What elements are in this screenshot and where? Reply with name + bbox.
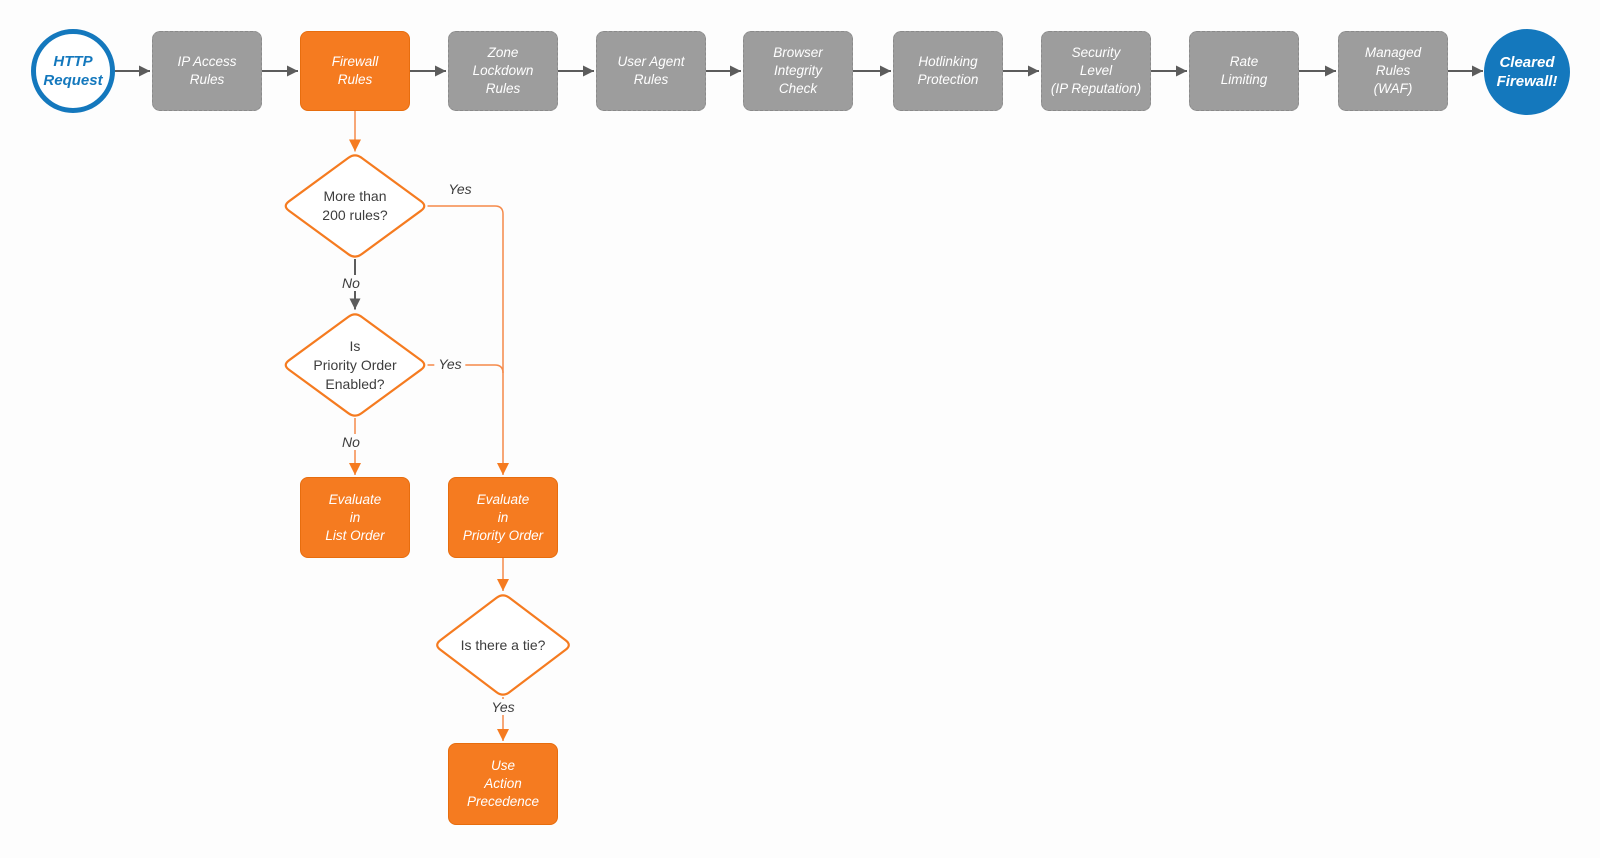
node-use-action-precedence: Use Action Precedence — [448, 743, 558, 825]
edge-d2-yes-merge — [427, 364, 504, 374]
decision-is-there-a-tie-label: Is there a tie? — [460, 636, 546, 653]
decision-is-there-a-tie-shape — [436, 594, 570, 696]
node-browser-integrity-check: Browser Integrity Check — [743, 31, 853, 111]
node-security-level: Security Level (IP Reputation) — [1041, 31, 1151, 111]
edge-label-d3-yes: Yes — [487, 699, 519, 715]
node-hotlinking-protection: Hotlinking Protection — [893, 31, 1003, 111]
decision-priority-order-enabled-shape — [284, 313, 426, 417]
decision-more-than-200-rules-label: More than 200 rules? — [322, 188, 388, 223]
node-managed-rules-waf: Managed Rules (WAF) — [1338, 31, 1448, 111]
node-ip-access-rules: IP Access Rules — [152, 31, 262, 111]
node-cleared-firewall: Cleared Firewall! — [1484, 29, 1570, 115]
node-rate-limiting: Rate Limiting — [1189, 31, 1299, 111]
edge-label-d1-no: No — [338, 275, 364, 291]
node-evaluate-in-list-order: Evaluate in List Order — [300, 477, 410, 558]
node-http-request: HTTP Request — [31, 29, 115, 113]
edge-label-d1-yes: Yes — [444, 181, 476, 197]
decision-priority-order-enabled-label: Is Priority Order Enabled? — [313, 337, 397, 392]
edge-label-d2-no: No — [338, 434, 364, 450]
edge-d1-yes-to-priority-order — [427, 205, 509, 475]
node-zone-lockdown-rules: Zone Lockdown Rules — [448, 31, 558, 111]
edge-label-d2-yes: Yes — [434, 356, 466, 372]
decision-more-than-200-rules-shape — [284, 154, 426, 258]
node-firewall-rules: Firewall Rules — [300, 31, 410, 111]
node-user-agent-rules: User Agent Rules — [596, 31, 706, 111]
node-evaluate-in-priority-order: Evaluate in Priority Order — [448, 477, 558, 558]
